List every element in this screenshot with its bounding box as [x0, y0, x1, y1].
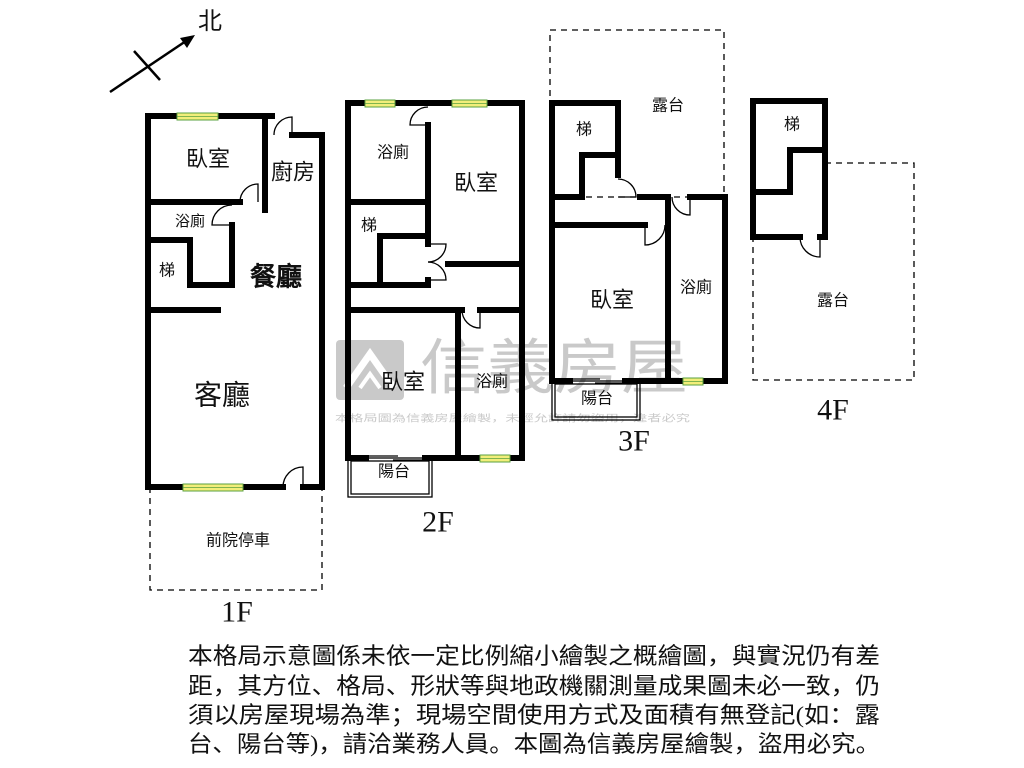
floor-2f: 浴廁 臥室 梯 臥室 浴廁 陽台 2F	[345, 99, 525, 539]
window	[451, 99, 488, 108]
room-label-front-yard-parking: 前院停車	[206, 532, 270, 550]
floor-label-3f: 3F	[618, 425, 650, 458]
room-label-stairs: 梯	[576, 121, 592, 139]
room-label-stairs: 梯	[159, 262, 175, 280]
disclaimer-line: 本格局示意圖係未依一定比例縮小繪製之概繪圖，與實況仍有差	[188, 644, 880, 669]
room-label-bathroom: 浴廁	[476, 372, 508, 391]
disclaimer-line: 台、陽台等)，請洽業務人員。本圖為信義房屋繪製，盜用必究。	[188, 732, 880, 757]
room-label-bathroom: 浴廁	[175, 212, 205, 230]
door-swing	[644, 224, 666, 246]
disclaimer-line: 須以房屋現場為準；現場空間使用方式及面積有無登記(如：露	[188, 703, 880, 728]
floor-label-1f: 1F	[221, 596, 253, 629]
room-label-bedroom: 臥室	[186, 147, 230, 172]
room-label-stairs: 梯	[361, 217, 377, 235]
window	[479, 454, 511, 463]
room-label-kitchen: 廚房	[271, 160, 315, 185]
floor-1f: 臥室 廚房 浴廁 梯 餐廳 客廳 前院停車 1F	[145, 112, 325, 629]
door-swing	[671, 196, 691, 216]
door-swing	[427, 261, 447, 281]
room-label-bedroom: 臥室	[454, 171, 498, 196]
brand-logo-icon	[336, 340, 404, 400]
watermark-notice: 本格局圖為信義房屋繪製，未經允許請勿盜用，違者必究	[335, 413, 691, 425]
balcony-outline	[347, 457, 433, 498]
window	[682, 377, 704, 386]
floor-4f-walls	[750, 98, 828, 240]
room-label-dining-room: 餐廳	[250, 262, 302, 292]
terrace-outline	[549, 29, 725, 198]
disclaimer: 本格局示意圖係未依一定比例縮小繪製之概繪圖，與實況仍有差 距，其方位、格局、形狀…	[188, 644, 880, 757]
sliding-door	[570, 378, 625, 384]
room-label-terrace: 露台	[817, 292, 849, 310]
disclaimer-line: 距，其方位、格局、形狀等與地政機關測量成果圖未必一致，仍	[188, 674, 880, 699]
floor-label-2f: 2F	[422, 506, 454, 539]
sliding-door	[366, 455, 425, 461]
room-label-terrace: 露台	[652, 97, 684, 115]
window	[182, 483, 244, 492]
room-label-bedroom: 臥室	[381, 370, 425, 395]
door-swing	[211, 204, 233, 226]
room-label-balcony: 陽台	[378, 463, 410, 481]
door-swing	[282, 466, 304, 488]
compass-north-label: 北	[198, 8, 222, 35]
door-swing	[239, 183, 259, 203]
room-label-balcony: 陽台	[581, 390, 613, 408]
floor-4f: 梯 露台 4F	[750, 98, 915, 427]
room-label-stairs: 梯	[784, 116, 800, 134]
north-compass: 北	[109, 8, 222, 94]
room-label-living-room: 客廳	[194, 380, 250, 412]
room-label-bathroom: 浴廁	[680, 278, 712, 297]
door-swing	[799, 236, 821, 258]
door-swing	[409, 106, 429, 126]
window	[176, 112, 219, 121]
room-label-bathroom: 浴廁	[377, 143, 409, 162]
door-swing	[461, 309, 481, 329]
window	[364, 99, 396, 108]
balcony-outline	[551, 380, 641, 421]
compass-cross-line	[133, 50, 161, 81]
floor-label-4f: 4F	[817, 394, 849, 427]
door-swing	[273, 116, 293, 136]
floor-3f: 梯 露台 臥室 浴廁 陽台 3F	[549, 29, 728, 458]
door-swing	[617, 178, 637, 198]
terrace-outline	[752, 162, 915, 381]
front-yard-outline	[149, 487, 323, 591]
compass-arrowhead-icon	[180, 35, 195, 48]
room-label-bedroom: 臥室	[590, 288, 634, 313]
